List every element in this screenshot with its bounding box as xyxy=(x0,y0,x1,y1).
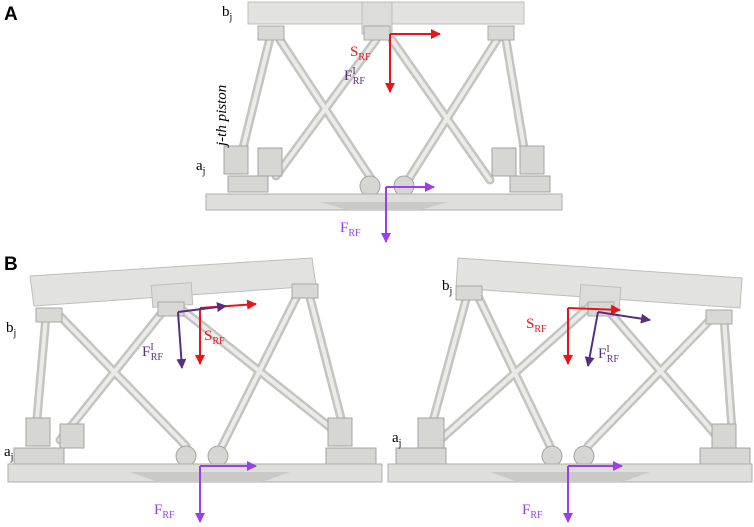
piston-label: j-th piston xyxy=(214,85,230,148)
label-s-rf-b-right: SRF xyxy=(526,316,547,335)
label-f-rf-a: FRF xyxy=(340,220,361,239)
label-b-j-b-left: bj xyxy=(6,320,16,339)
label-a-j-b-right: aj xyxy=(392,430,401,449)
fi-rf-arrow-x-b-left xyxy=(177,302,227,313)
panel-label-a: A xyxy=(4,4,18,25)
label-a-j-b-left: aj xyxy=(4,444,13,463)
label-a-j-a: aj xyxy=(196,158,205,177)
fi-rf-arrow-x-b-right xyxy=(597,311,651,324)
fi-rf-arrow-y-b-right xyxy=(584,311,599,367)
s-rf-arrow-x-b-right xyxy=(567,304,621,315)
label-f-rf-b-left: FRF xyxy=(154,502,175,521)
fi-rf-arrow-y-b-left xyxy=(176,311,187,369)
label-b-j-a: bj xyxy=(222,4,232,23)
label-f-rf-b-right: FRF xyxy=(522,502,543,521)
label-s-rf-b-left: SRF xyxy=(204,328,225,347)
label-b-j-b-right: bj xyxy=(442,278,452,297)
top-plate-b-right xyxy=(455,257,743,309)
label-s-rf-a: SRF xyxy=(350,44,371,63)
platform-b-right xyxy=(387,257,753,483)
platform-b-left xyxy=(7,257,383,483)
platform-a xyxy=(205,1,563,211)
panel-label-b: B xyxy=(4,254,18,275)
